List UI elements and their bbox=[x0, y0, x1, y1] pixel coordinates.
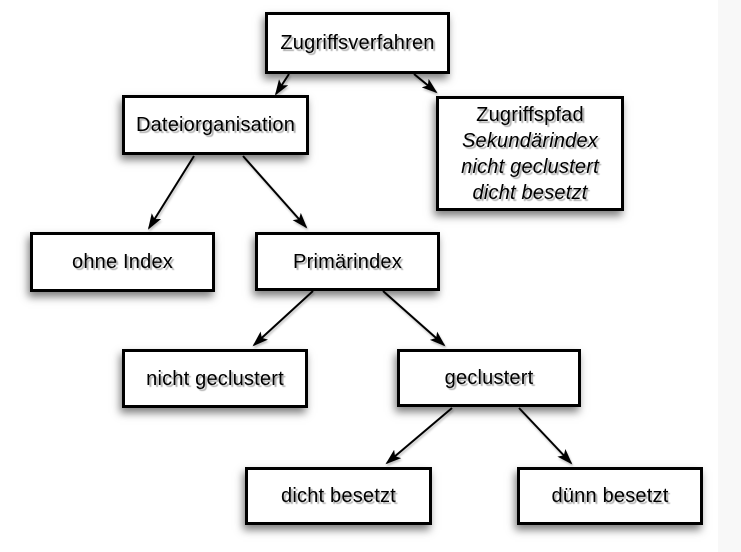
edge-primaerindex-geclustert bbox=[382, 290, 446, 347]
edge-dateiorganisation-ohne-index bbox=[147, 155, 195, 230]
node-label-line-3: nicht geclustert bbox=[461, 155, 599, 178]
node-label: nicht geclustert bbox=[146, 367, 284, 390]
node-zugriffspfad: Zugriffspfad Sekundärindex nicht geclust… bbox=[436, 96, 624, 211]
page-right-margin bbox=[718, 0, 741, 552]
node-dateiorganisation: Dateiorganisation bbox=[122, 95, 309, 155]
edge-dateiorganisation-primaerindex bbox=[242, 155, 308, 229]
node-duenn-besetzt: dünn besetzt bbox=[517, 467, 703, 525]
node-primaerindex: Primärindex bbox=[255, 232, 440, 291]
node-label: geclustert bbox=[444, 367, 534, 389]
node-ohne-index: ohne Index bbox=[30, 232, 215, 292]
node-label: Primärindex bbox=[293, 250, 402, 273]
node-label: Dateiorganisation bbox=[135, 114, 296, 136]
edge-geclustert-dicht-besetzt bbox=[385, 407, 453, 465]
node-geclustert: geclustert bbox=[397, 349, 581, 407]
node-label: dünn besetzt bbox=[551, 485, 669, 507]
node-zugriffsverfahren: Zugriffsverfahren bbox=[265, 12, 450, 74]
node-label: dicht besetzt bbox=[281, 485, 396, 507]
edge-zugriffsverfahren-dateiorganisation bbox=[274, 73, 290, 96]
edge-geclustert-duenn-besetzt bbox=[518, 407, 573, 465]
node-label-line-1: Zugriffspfad bbox=[476, 103, 584, 126]
edge-primaerindex-nicht-geclustert bbox=[252, 290, 314, 347]
node-dicht-besetzt: dicht besetzt bbox=[245, 467, 432, 525]
node-nicht-geclustert: nicht geclustert bbox=[122, 349, 308, 408]
node-label: ohne Index bbox=[72, 251, 173, 273]
node-label-line-2: Sekundärindex bbox=[461, 129, 599, 152]
node-label: Zugriffsverfahren bbox=[280, 32, 435, 54]
node-label-line-4: dicht besetzt bbox=[472, 181, 588, 204]
edge-zugriffsverfahren-zugriffspfad bbox=[413, 73, 438, 94]
